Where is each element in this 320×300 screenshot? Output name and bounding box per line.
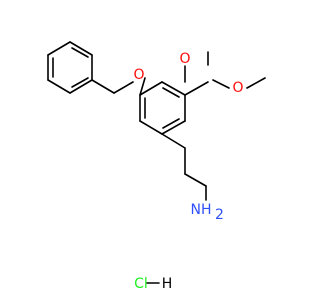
central-ring [139, 81, 186, 135]
oxygen-methoxy-right-label: O [232, 80, 243, 96]
structure-canvas: O O O NH 2 Cl H [47, 41, 266, 292]
chlorine-label: Cl [134, 276, 148, 292]
methoxy-top [184, 51, 209, 96]
molecule-structure: O O O NH 2 Cl H [47, 41, 266, 292]
amine-subscript: 2 [215, 207, 224, 223]
hydrogen-label: H [162, 276, 173, 292]
benzyl-linker [91, 79, 134, 94]
methoxy-right [212, 77, 266, 89]
amine-label: NH [191, 202, 212, 218]
phenyl-ring [47, 41, 93, 94]
amine-group-label: NH 2 [191, 202, 224, 223]
oxygen-methoxy-top-label: O [179, 51, 190, 67]
o-ring-bond [139, 77, 146, 96]
ethylamine-chain [161, 133, 207, 201]
oxygen-benzyloxy-label: O [133, 67, 144, 83]
